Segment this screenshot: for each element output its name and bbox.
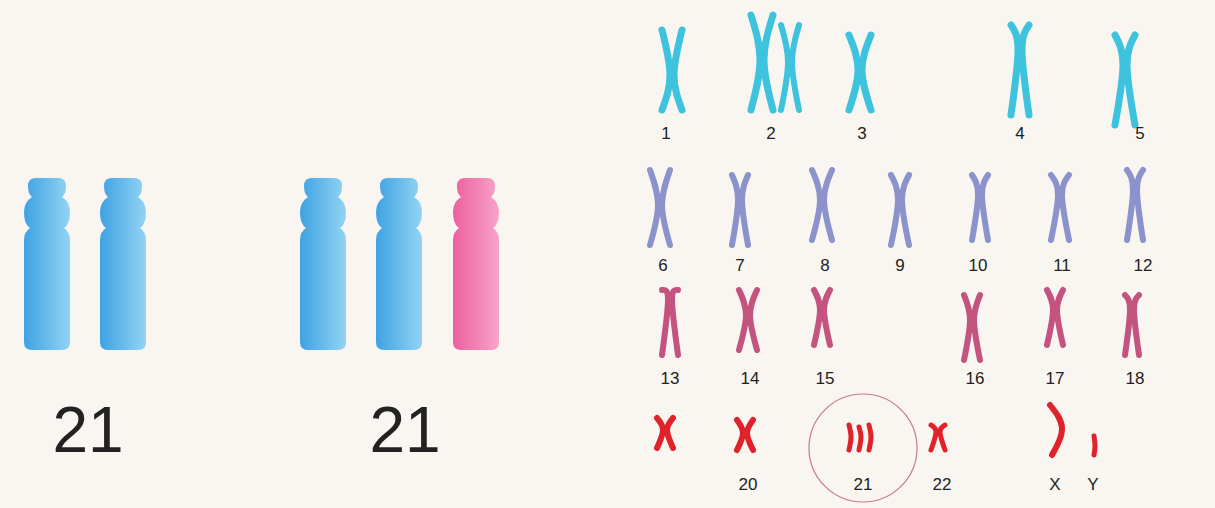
chromosome-figure	[869, 425, 871, 450]
chromosome-figure	[972, 175, 978, 240]
chromosome-number: 2	[766, 125, 775, 142]
chromosome-figure	[1011, 25, 1018, 115]
chromosome-number: X	[1049, 476, 1060, 493]
chromosome-number: 3	[857, 125, 866, 142]
chromosome-figure	[739, 290, 746, 350]
chromosome-number: 4	[1015, 125, 1024, 142]
chromosome-number: 22	[933, 476, 952, 493]
chromosome-21-figure	[453, 178, 499, 350]
chromosome-figure	[964, 295, 970, 360]
chromosome-number: 8	[820, 257, 829, 274]
chromosome-number: 20	[739, 476, 758, 493]
chromosome-figure	[672, 290, 678, 355]
chromosome-figure	[1057, 290, 1063, 345]
chromosome-figure	[859, 427, 861, 450]
chromosome-figure	[1022, 25, 1029, 115]
chromosome-figure	[781, 25, 788, 110]
chromosome-number: 11	[1053, 257, 1071, 274]
chromosome-figure	[1115, 35, 1123, 125]
chromosome-figure	[849, 425, 851, 450]
chromosome-number: 12	[1134, 257, 1153, 274]
chromosome-figure	[849, 35, 858, 110]
chromosome-figure	[657, 418, 663, 448]
chromosome-21-figure	[100, 178, 146, 350]
chromosome-figure	[824, 290, 830, 345]
chromosome-figure	[982, 175, 988, 240]
chromosome-number: 1	[661, 125, 670, 142]
chromosome-figure	[902, 175, 909, 245]
chromosome-figure	[732, 175, 738, 245]
chromosome-figure	[1137, 170, 1143, 240]
chromosome-figure	[1125, 295, 1130, 355]
chromosome-figure	[747, 420, 753, 450]
circle-outline	[809, 394, 917, 502]
chromosome-number: 21	[854, 476, 873, 493]
chromosome-figure	[974, 295, 980, 360]
chromosome-number: 10	[969, 257, 988, 274]
chromosome-figure	[931, 425, 936, 450]
chromosome-figure	[792, 25, 799, 110]
chromosome-figure	[940, 425, 945, 450]
chromosome-figure	[891, 175, 898, 245]
highlight-circle: 21	[808, 393, 918, 503]
chromosome-figure	[812, 170, 820, 240]
chromosome-figure	[662, 290, 668, 355]
chromosome-number: 5	[1135, 125, 1144, 142]
chromosome-number: 18	[1126, 370, 1145, 387]
chromosome-number: 16	[966, 370, 985, 387]
chromosome-figure	[662, 170, 670, 245]
chromosome-figure	[862, 35, 871, 110]
chromosome-number: 9	[895, 257, 904, 274]
chromosome-21-figure	[24, 178, 70, 350]
chromosome-figure	[662, 30, 670, 110]
chromosome-number: 13	[661, 370, 680, 387]
chromosome-number: Y	[1087, 476, 1098, 493]
chromosome-number: 17	[1046, 370, 1065, 387]
chromosome-figure	[1094, 436, 1095, 455]
chromosome-figure	[814, 290, 820, 345]
chromosome-number-large: 21	[52, 398, 123, 462]
chromosome-figure	[737, 420, 743, 450]
chromosome-figure	[1050, 405, 1062, 455]
chromosome-figure	[1127, 170, 1133, 240]
chromosome-figure	[1062, 175, 1069, 240]
chromosome-figure	[824, 170, 832, 240]
chromosome-figure	[1047, 290, 1053, 345]
chromosome-figure	[1127, 35, 1135, 125]
chromosome-figure	[1051, 175, 1058, 240]
chromosome-figure	[742, 175, 748, 245]
chromosome-figure	[764, 15, 773, 110]
chromosome-figure	[1134, 295, 1139, 355]
chromosome-number: 15	[816, 370, 835, 387]
chromosome-21-figure	[376, 178, 422, 350]
chromosome-number: 7	[735, 257, 744, 274]
chromosome-number: 6	[658, 257, 667, 274]
chromosome-figure	[674, 30, 682, 110]
chromosome-figure	[667, 418, 673, 448]
chromosome-figure	[650, 170, 658, 245]
chromosome-figure	[751, 15, 760, 110]
chromosome-21-figure	[300, 178, 346, 350]
chromosome-figure	[750, 290, 757, 350]
chromosome-number-large: 21	[369, 398, 440, 462]
chromosome-number: 14	[741, 370, 760, 387]
